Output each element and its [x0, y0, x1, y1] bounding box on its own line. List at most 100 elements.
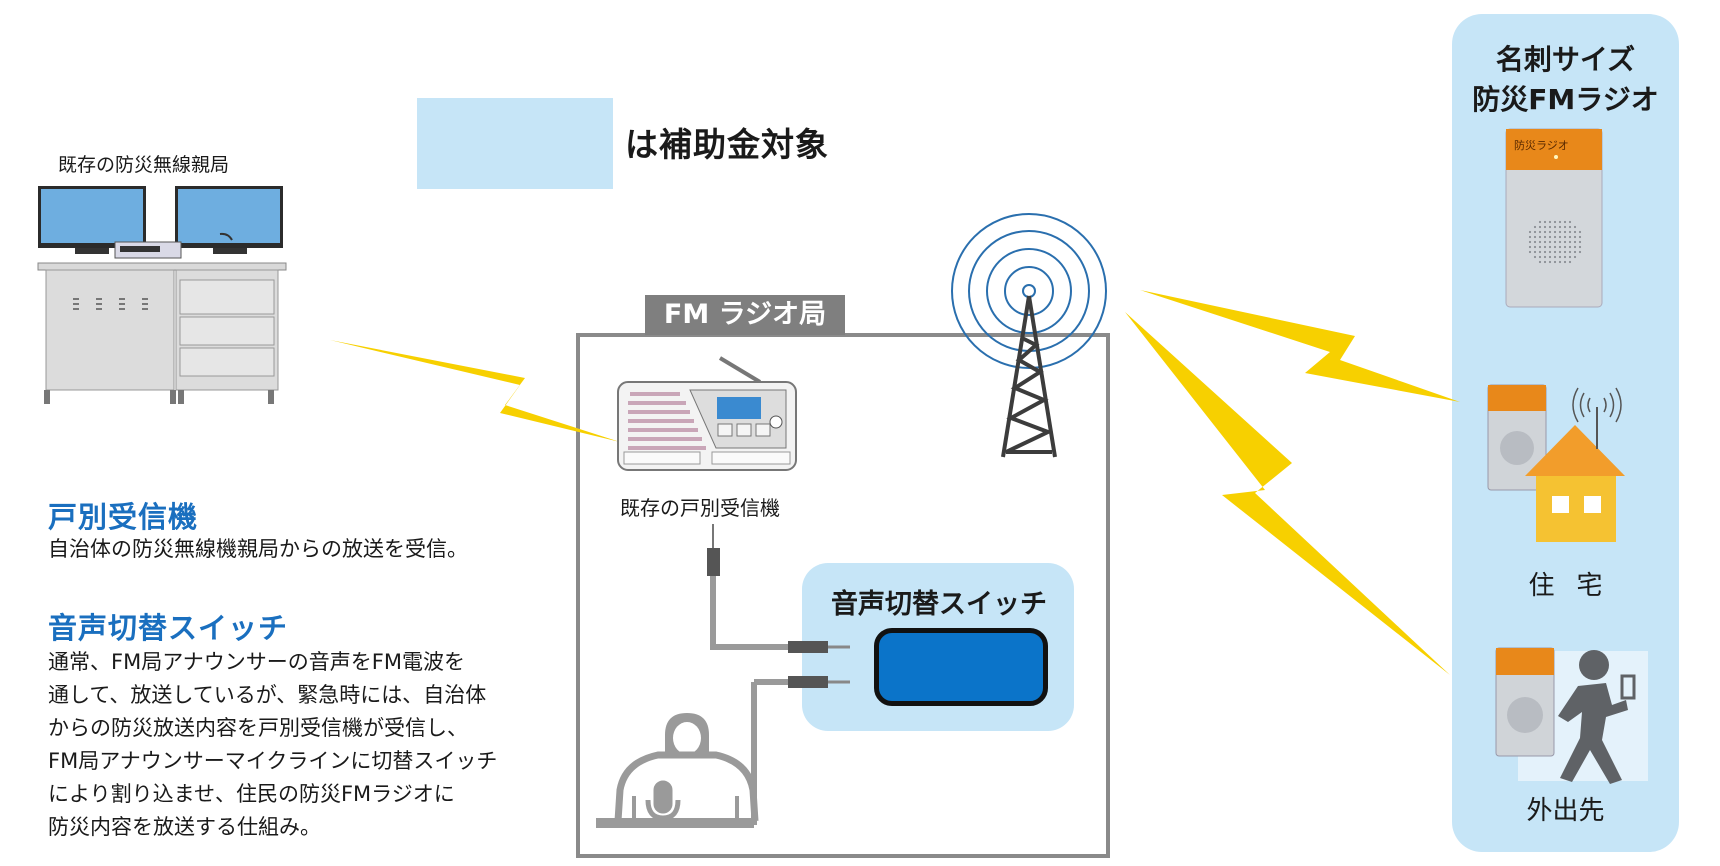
grille-dot: [1573, 225, 1577, 229]
grille-dot: [1568, 225, 1572, 229]
grille-dot: [1568, 260, 1572, 264]
grille-dot: [1548, 220, 1552, 224]
grille-dot: [1538, 220, 1542, 224]
grille-dot: [1543, 225, 1547, 229]
grille-dot: [1568, 255, 1572, 259]
grille-dot: [1553, 255, 1557, 259]
subsidy-legend-swatch: [417, 98, 613, 189]
grille-dot: [1563, 260, 1567, 264]
grille-dot: [1543, 220, 1547, 224]
house-icon: [1525, 387, 1625, 542]
grille-dot: [1568, 235, 1572, 239]
grille-dot: [1548, 240, 1552, 244]
grille-dot: [1538, 230, 1542, 234]
grille-dot: [1548, 250, 1552, 254]
grille-dot: [1568, 245, 1572, 249]
grille-dot: [1533, 230, 1537, 234]
grille-dot: [1553, 220, 1557, 224]
walking-person-icon: [1558, 650, 1636, 784]
switch-device: [874, 628, 1048, 706]
description-line: からの防災放送内容を戸別受信機が受信し、: [48, 716, 468, 740]
grille-dot: [1558, 260, 1562, 264]
receiver-label: 既存の戸別受信機: [620, 496, 780, 520]
grille-dot: [1543, 240, 1547, 244]
grille-dot: [1563, 225, 1567, 229]
grille-dot: [1558, 250, 1562, 254]
small-radio-icon: [1487, 384, 1547, 491]
grille-dot: [1573, 245, 1577, 249]
radio-tower-icon: [951, 213, 1107, 369]
tower-structure: [1001, 295, 1057, 458]
grille-dot: [1548, 255, 1552, 259]
grille-dot: [1568, 240, 1572, 244]
grille-dot: [1578, 245, 1582, 249]
microphone-icon: [645, 780, 681, 826]
grille-dot: [1548, 225, 1552, 229]
audio-cable: [596, 575, 790, 828]
grille-dot: [1553, 245, 1557, 249]
grille-dot: [1538, 245, 1542, 249]
receiver-description: 自治体の防災無線機親局からの放送を受信。: [48, 537, 468, 561]
grille-dot: [1548, 230, 1552, 234]
grille-dot: [1573, 230, 1577, 234]
receiver-heading: 戸別受信機: [48, 500, 199, 534]
grille-dot: [1533, 250, 1537, 254]
lightning-bolt-icon: [1140, 290, 1460, 402]
grille-dot: [1553, 230, 1557, 234]
card-radio-icon: [1505, 128, 1603, 308]
grille-dot: [1568, 230, 1572, 234]
grille-dot: [1533, 245, 1537, 249]
grille-dot: [1553, 225, 1557, 229]
description-line: 防災内容を放送する仕組み。: [48, 815, 321, 839]
grille-dot: [1533, 255, 1537, 259]
grille-dot: [1563, 220, 1567, 224]
grille-dot: [1528, 240, 1532, 244]
fm-station-box: [576, 333, 1110, 858]
description-line: により割り込ませ、住民の防災FMラジオに: [48, 782, 455, 806]
grille-dot: [1548, 245, 1552, 249]
grille-dot: [1543, 245, 1547, 249]
grille-dot: [1538, 250, 1542, 254]
grille-dot: [1538, 240, 1542, 244]
grille-dot: [1563, 240, 1567, 244]
lightning-bolt-icon: [330, 340, 620, 442]
grille-dot: [1558, 235, 1562, 239]
grille-dot: [1543, 250, 1547, 254]
switch-description: 通常、FM局アナウンサーの音声をFM電波を 通して、放送しているが、緊急時には、…: [48, 646, 497, 844]
grille-dot: [1568, 250, 1572, 254]
home-label: 住宅: [1528, 571, 1625, 601]
grille-dot: [1543, 255, 1547, 259]
card-radio-title-line: 名刺サイズ: [1495, 43, 1636, 76]
audio-plug-icon: [707, 524, 850, 688]
grille-dot: [1563, 230, 1567, 234]
grille-dot: [1578, 230, 1582, 234]
grille-dot: [1558, 245, 1562, 249]
grille-dot: [1543, 260, 1547, 264]
grille-dot: [1528, 245, 1532, 249]
switch-title: 音声切替スイッチ: [831, 589, 1047, 620]
grille-dot: [1538, 260, 1542, 264]
grille-dot: [1578, 250, 1582, 254]
grille-dot: [1573, 255, 1577, 259]
grille-dot: [1553, 240, 1557, 244]
grille-dot: [1553, 235, 1557, 239]
grille-dot: [1568, 220, 1572, 224]
grille-dot: [1573, 240, 1577, 244]
grille-dot: [1533, 235, 1537, 239]
card-radio-title: 名刺サイズ 防災FMラジオ: [1452, 40, 1679, 120]
radio-brand-text: 防災ラジオ: [1514, 138, 1569, 152]
grille-dot: [1573, 235, 1577, 239]
grille-dot: [1528, 235, 1532, 239]
grille-dot: [1563, 255, 1567, 259]
lightning-bolt-icon: [1125, 312, 1450, 675]
grille-dot: [1578, 240, 1582, 244]
grille-dot: [1553, 250, 1557, 254]
fm-station-tab: FM ラジオ局: [645, 295, 845, 335]
grille-dot: [1558, 240, 1562, 244]
grille-dot: [1548, 260, 1552, 264]
grille-dot: [1558, 230, 1562, 234]
grille-dot: [1538, 235, 1542, 239]
card-radio-title-line: 防災FMラジオ: [1472, 83, 1659, 116]
grille-dot: [1558, 220, 1562, 224]
grille-dot: [1538, 255, 1542, 259]
